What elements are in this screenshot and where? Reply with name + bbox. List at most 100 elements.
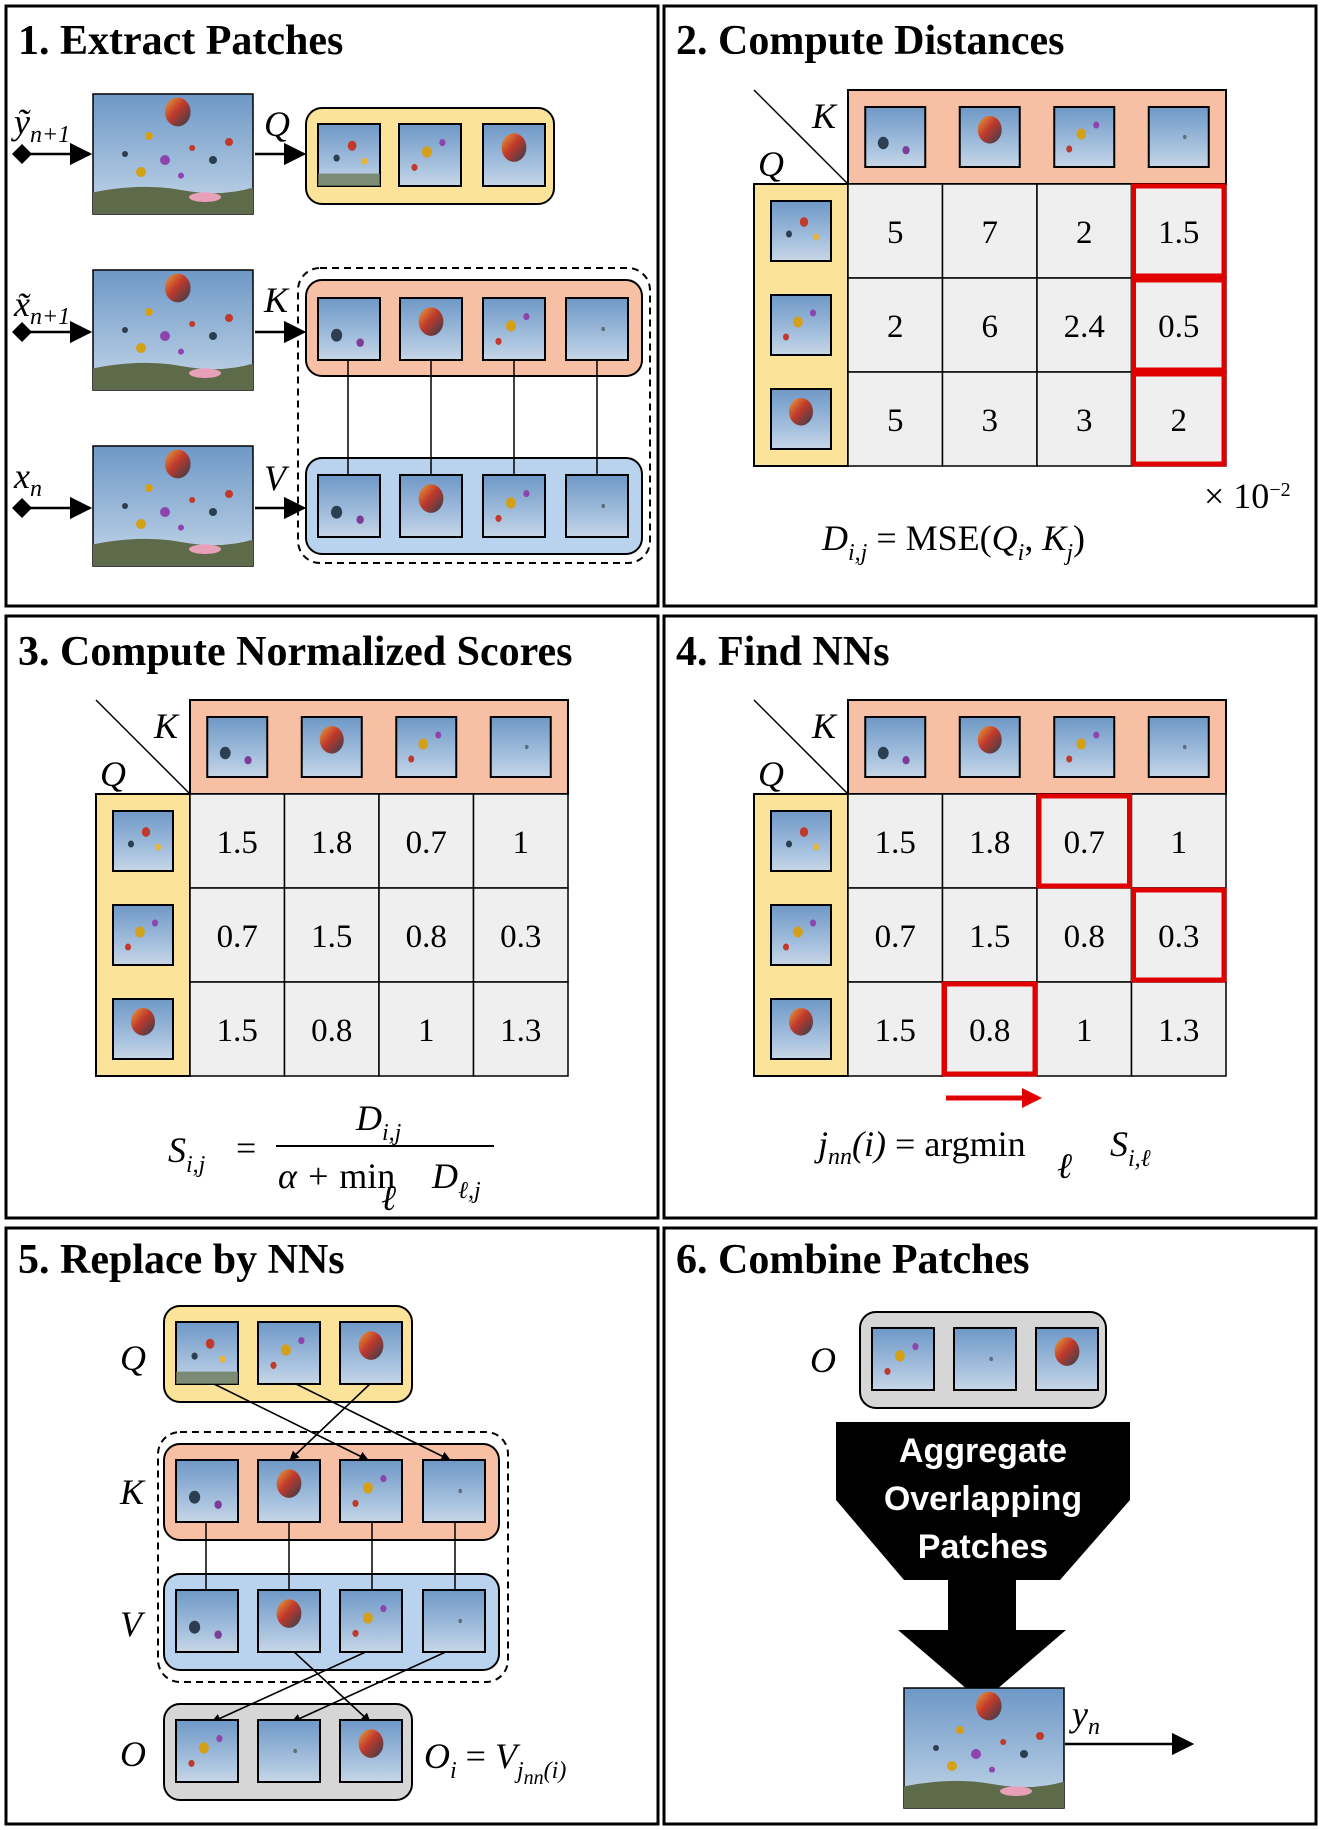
header-diagonal (753, 699, 849, 795)
input-x-tilde-label: x̃n+1 (13, 284, 70, 330)
matrix-cell (472, 793, 569, 889)
matrix-value: 1.5 (1158, 215, 1199, 251)
key-patch (206, 716, 269, 778)
panel-2-title: 2. Compute Distances (676, 18, 1064, 64)
key-patch (864, 716, 927, 778)
value-to-output-arrows (211, 1649, 451, 1723)
panel-1-title: 1. Extract Patches (18, 18, 343, 64)
q-label: Q (758, 144, 784, 184)
key-patch (422, 1459, 486, 1523)
matrix-cell (378, 887, 475, 983)
panel-extract-patches: ỹn+1 x̃n+1 xn Q K V (11, 93, 651, 567)
v-label: V (264, 458, 290, 498)
matrix-cell (941, 887, 1038, 983)
query-patch (398, 123, 462, 187)
key-patch (864, 106, 927, 168)
panel-3-title: 3. Compute Normalized Scores (18, 629, 572, 675)
matrix-value: 0.3 (1158, 919, 1199, 955)
k-label: K (811, 96, 838, 136)
matrix-cell (847, 793, 944, 889)
matrix-value: 7 (982, 215, 999, 251)
matrix-value: 1.5 (217, 1013, 258, 1049)
matrix-cell (941, 183, 1038, 279)
frame-image (92, 269, 254, 391)
panel-combine-patches: O Aggregate Overlapping Patches yn (810, 1311, 1195, 1809)
matrix-value: 1.5 (969, 919, 1010, 955)
svg-text:ℓ: ℓ (1057, 1146, 1072, 1186)
svg-text:=: = (236, 1128, 256, 1168)
matrix-value: 2 (1076, 215, 1093, 251)
matrix-value: 1.8 (311, 825, 352, 861)
output-patch (175, 1719, 239, 1783)
matrix-cell (1130, 793, 1227, 889)
svg-text:Si,j: Si,j (168, 1130, 206, 1178)
value-patch (257, 1589, 321, 1653)
key-patch (257, 1459, 321, 1523)
matrix-cell (1036, 277, 1133, 373)
query-patch (112, 998, 174, 1060)
k-label: K (119, 1472, 146, 1512)
matrix-value: 0.8 (406, 919, 447, 955)
key-patch (1147, 106, 1210, 168)
value-patch (317, 474, 381, 538)
matrix-value: 5 (887, 215, 904, 251)
kv-pair-group (157, 1431, 509, 1683)
key-patch (482, 297, 546, 361)
aggregate-funnel (836, 1422, 1130, 1702)
matrix-value: 0.7 (406, 825, 447, 861)
matrix-cell (283, 793, 380, 889)
header-diagonal (95, 699, 191, 795)
matrix-value: 1 (1076, 1013, 1093, 1049)
output-patch (871, 1327, 935, 1391)
matrix-value: 0.5 (1158, 309, 1199, 345)
matrix-cell (189, 981, 286, 1077)
input-y-label: ỹn+1 (11, 102, 70, 148)
key-patch (565, 297, 629, 361)
value-patch-strip (305, 457, 643, 555)
matrix-value: 1.8 (969, 825, 1010, 861)
key-patch (339, 1459, 403, 1523)
highlight-box (1131, 887, 1227, 983)
query-patch (339, 1321, 403, 1385)
matrix-value: 2 (887, 309, 904, 345)
svg-text:jnn(i) = argmin: jnn(i) = argmin (814, 1124, 1026, 1170)
output-patch (339, 1719, 403, 1783)
matrix-value: 2.4 (1064, 309, 1105, 345)
q-label: Q (100, 754, 126, 794)
query-patch (482, 123, 546, 187)
key-patch (300, 716, 363, 778)
matrix-value: 0.8 (1064, 919, 1105, 955)
k-label: K (811, 706, 838, 746)
matrix-value: 2 (1171, 403, 1188, 439)
k-label: K (263, 280, 290, 320)
matrix-cell (847, 183, 944, 279)
matrix-value: 0.8 (311, 1013, 352, 1049)
query-patch (770, 904, 832, 966)
kv-pair-group (297, 267, 651, 564)
svg-text:ℓ: ℓ (381, 1178, 396, 1218)
panel-replace-by-nns: Q K V O (119, 1305, 566, 1801)
matrix-value: 0.7 (1064, 825, 1105, 861)
matrix-value: 0.3 (500, 919, 541, 955)
svg-text:α + min: α + min (278, 1156, 395, 1196)
distance-scale: × 10−2 (1204, 476, 1291, 516)
key-patch (395, 716, 458, 778)
value-patch (482, 474, 546, 538)
score-formula: Si,j = Di,j α + min ℓ Dℓ,j (168, 1098, 494, 1218)
input-x-label: xn (13, 456, 42, 502)
query-patch (175, 1321, 239, 1385)
v-label: V (120, 1604, 146, 1644)
matrix-value: 3 (982, 403, 999, 439)
query-patch (770, 388, 832, 450)
k-label: K (153, 706, 180, 746)
matrix-value: 1.3 (1158, 1013, 1199, 1049)
key-patch (958, 106, 1021, 168)
matrix-value: 0.7 (875, 919, 916, 955)
svg-text:Si,ℓ: Si,ℓ (1110, 1124, 1151, 1172)
query-patch (770, 810, 832, 872)
matrix-cell (941, 981, 1038, 1077)
matrix-cell (472, 981, 569, 1077)
q-label: Q (264, 104, 290, 144)
